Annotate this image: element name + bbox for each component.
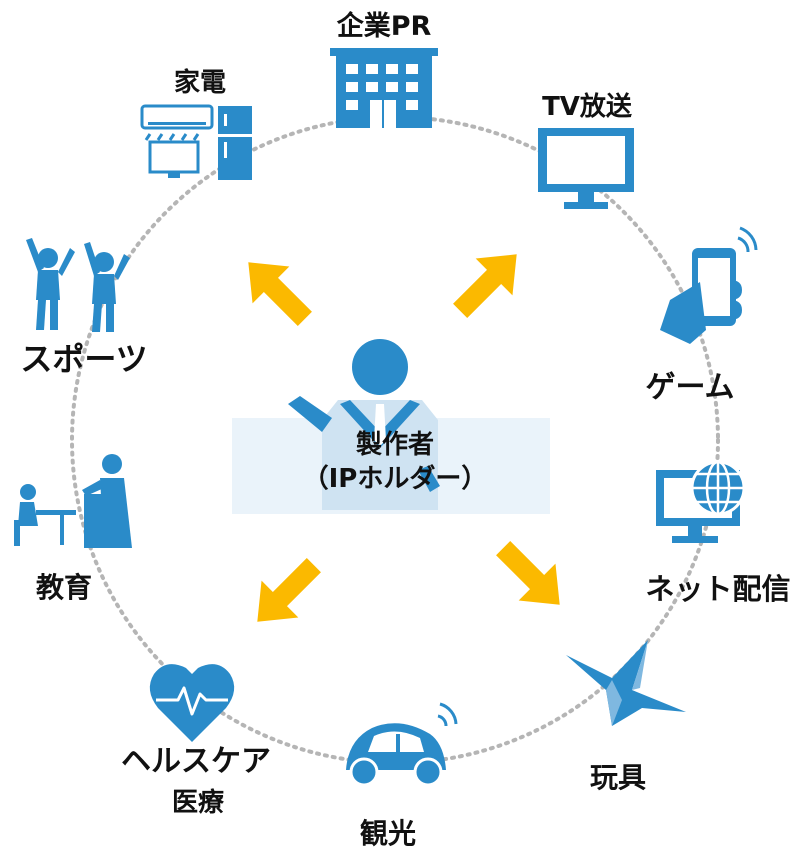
node-label-education: 教育 bbox=[35, 571, 93, 604]
center-label-line2: （IPホルダー） bbox=[302, 464, 488, 494]
node-label-tv-broadcast: TV放送 bbox=[542, 92, 632, 122]
node-label-medical: 医療 bbox=[171, 788, 225, 818]
smartphone-in-hand-icon bbox=[660, 226, 758, 344]
node-label-toys: 玩具 bbox=[589, 761, 647, 794]
arrow-up-right bbox=[453, 254, 517, 318]
tv-monitor-icon bbox=[538, 128, 634, 209]
arrow-up-left bbox=[248, 262, 312, 326]
center-label-line1: 製作者 bbox=[355, 430, 435, 460]
car-icon bbox=[346, 702, 458, 787]
node-label-corporate-pr: 企業PR bbox=[336, 11, 432, 42]
node-label-sports: スポーツ bbox=[20, 340, 148, 378]
node-label-online-streaming: ネット配信 bbox=[645, 572, 791, 606]
node-label-game: ゲーム bbox=[645, 370, 735, 405]
cheering-athletes-icon bbox=[26, 238, 130, 332]
classroom-icon bbox=[14, 454, 132, 548]
node-label-home-appliances: 家電 bbox=[173, 68, 227, 98]
paper-crane-icon bbox=[566, 640, 686, 726]
arrow-down-right bbox=[496, 541, 560, 605]
center-label: 製作者 （IPホルダー） bbox=[303, 428, 488, 496]
ip-holder-person-icon bbox=[232, 339, 550, 514]
home-appliances-icon bbox=[140, 104, 252, 180]
building-icon bbox=[330, 48, 438, 128]
heart-pulse-icon bbox=[149, 664, 235, 742]
monitor-globe-icon bbox=[656, 460, 746, 543]
node-label-tourism: 観光 bbox=[359, 817, 417, 850]
node-label-healthcare: ヘルスケア bbox=[121, 744, 271, 779]
arrow-down-left bbox=[257, 558, 321, 622]
